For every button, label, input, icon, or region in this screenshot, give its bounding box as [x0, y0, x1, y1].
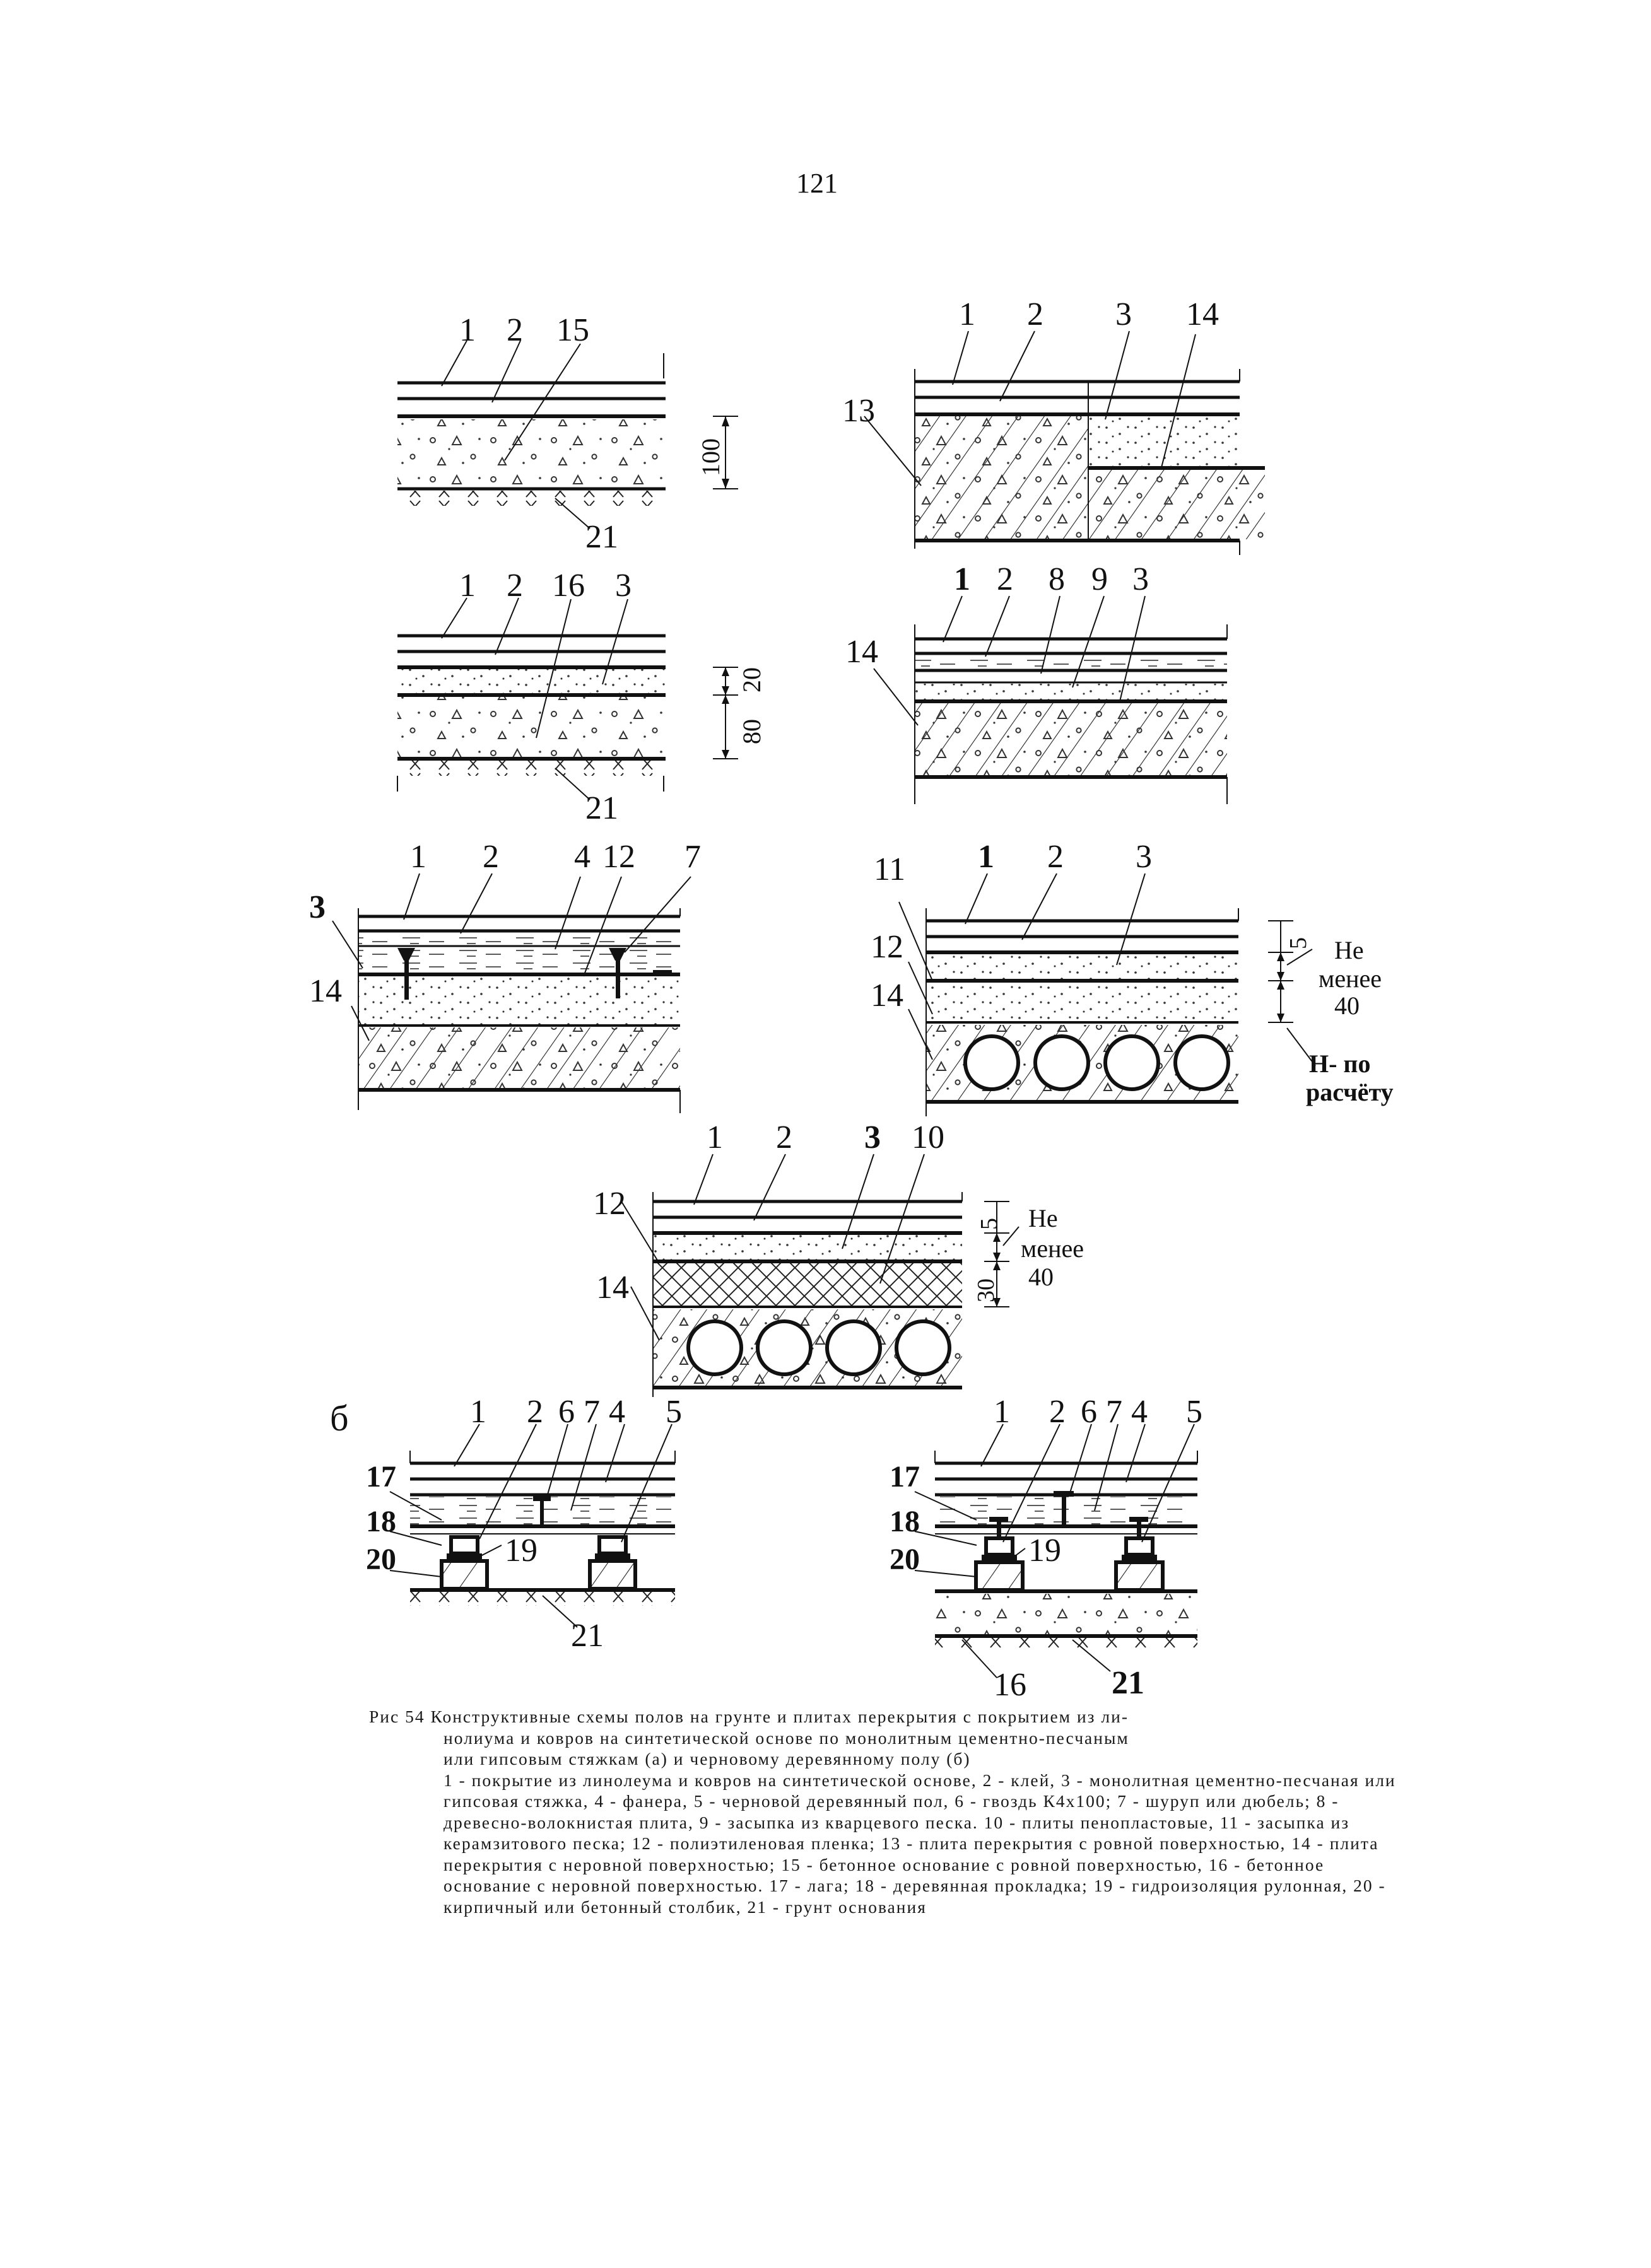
d6-note-h: Н- по: [1309, 1049, 1370, 1078]
d7-dim-30: 30: [973, 1278, 999, 1302]
d7-label-12: 12: [593, 1186, 626, 1222]
d1-label-1: 1: [459, 312, 476, 348]
d4-label-9: 9: [1091, 561, 1108, 597]
d9-label-19: 19: [1028, 1533, 1061, 1569]
d5-label-12: 12: [602, 839, 635, 875]
d4-label-8: 8: [1049, 561, 1065, 597]
diagram-3: 1 2 16 3 20 80 21: [397, 568, 766, 826]
d7-label-1: 1: [707, 1119, 723, 1155]
caption-title-line-1: Рис 54 Конструктивные схемы полов на гру…: [369, 1707, 1129, 1726]
diagram-1: 1 2 15 100 21: [397, 312, 738, 555]
d8-label-4: 4: [609, 1394, 625, 1430]
d9-label-2: 2: [1049, 1394, 1066, 1430]
d3-label-3: 3: [615, 568, 632, 604]
figure-caption: Рис 54 Конструктивные схемы полов на гру…: [369, 1706, 1404, 1917]
d4-label-14: 14: [845, 634, 878, 670]
d9-label-17: 17: [890, 1460, 920, 1493]
d3-dim-20: 20: [737, 667, 766, 693]
d2-label-1: 1: [959, 296, 975, 332]
diagram-4: 1 2 8 9 3 14: [845, 561, 1228, 804]
d3-label-2: 2: [507, 568, 523, 604]
d6-label-11: 11: [874, 851, 905, 887]
d6-label-1: 1: [978, 839, 994, 875]
d9-label-7: 7: [1106, 1394, 1122, 1430]
diagram-6: 11 1 2 3 12 14 5 Не менее 40 Н- по расчё…: [871, 839, 1394, 1116]
panel-label-b: б: [330, 1398, 349, 1439]
d8-label-18: 18: [366, 1505, 396, 1538]
d3-label-21: 21: [585, 790, 618, 826]
d1-label-21: 21: [585, 519, 618, 555]
d9-label-5: 5: [1186, 1394, 1202, 1430]
d7-label-14: 14: [596, 1270, 629, 1306]
d8-label-21: 21: [571, 1618, 604, 1654]
d2-label-13: 13: [842, 393, 875, 429]
d7-label-2: 2: [776, 1119, 792, 1155]
d7-note-ne: Не: [1028, 1204, 1058, 1232]
d1-label-2: 2: [507, 312, 523, 348]
d1-label-15: 15: [556, 312, 589, 348]
d7-label-3: 3: [864, 1119, 881, 1155]
d9-label-1: 1: [994, 1394, 1010, 1430]
d6-label-2: 2: [1047, 839, 1064, 875]
d8-label-2: 2: [527, 1394, 543, 1430]
d6-note-40: 40: [1334, 991, 1360, 1020]
d6-note-rasch: расчёту: [1306, 1078, 1394, 1106]
d3-label-16: 16: [552, 568, 585, 604]
d2-label-14: 14: [1186, 296, 1219, 332]
d5-label-4: 4: [574, 839, 590, 875]
d7-label-10: 10: [912, 1119, 944, 1155]
d2-label-2: 2: [1027, 296, 1043, 332]
caption-title-line-2: нолиума и ковров на синтетической основе…: [444, 1727, 1129, 1748]
d8-label-20: 20: [366, 1543, 396, 1576]
d2-label-3: 3: [1115, 296, 1132, 332]
diagram-5: 3 1 2 4 12 7 14: [309, 839, 701, 1113]
d6-label-14: 14: [871, 978, 903, 1014]
caption-title-line-3: или гипсовым стяжкам (а) и черновому дер…: [444, 1749, 971, 1768]
d9-label-20: 20: [890, 1543, 920, 1576]
d7-note-menee: менее: [1021, 1234, 1084, 1263]
d6-label-12: 12: [871, 929, 903, 965]
d8-label-17: 17: [366, 1460, 396, 1493]
diagram-9: 1 2 6 7 4 5 17 18 20 19 16 21: [890, 1394, 1202, 1703]
d8-label-7: 7: [584, 1394, 600, 1430]
d7-dim-5: 5: [976, 1218, 1002, 1230]
d4-label-2: 2: [997, 561, 1013, 597]
d5-label-14: 14: [309, 973, 342, 1009]
d3-dim-80: 80: [737, 719, 766, 744]
diagram-2: 1 2 3 14 13: [842, 296, 1265, 555]
d6-note-menee: менее: [1319, 964, 1382, 993]
d7-note-40: 40: [1028, 1263, 1054, 1291]
d5-label-3: 3: [309, 889, 326, 925]
page-number: 121: [796, 168, 838, 199]
d5-label-2: 2: [483, 839, 499, 875]
d9-label-21: 21: [1112, 1665, 1144, 1701]
d9-label-4: 4: [1131, 1394, 1148, 1430]
d5-label-1: 1: [410, 839, 426, 875]
d3-label-1: 1: [459, 568, 476, 604]
d6-note-ne: Не: [1334, 936, 1364, 964]
d8-label-19: 19: [505, 1533, 538, 1569]
d9-label-18: 18: [890, 1505, 920, 1538]
diagram-8: 1 2 6 7 4 5 17 18 20 19 21: [366, 1394, 682, 1654]
d5-label-7: 7: [684, 839, 701, 875]
d6-dim-5: 5: [1285, 937, 1312, 949]
d8-label-5: 5: [666, 1394, 682, 1430]
d8-label-1: 1: [470, 1394, 486, 1430]
d8-label-6: 6: [558, 1394, 575, 1430]
caption-legend: 1 - покрытие из линолеума и ковров на си…: [444, 1770, 1396, 1917]
d4-label-1: 1: [954, 561, 970, 597]
d1-dim-100: 100: [696, 438, 725, 476]
diagram-7: 1 2 3 10 12 14 5 30 Не менее 40: [593, 1119, 1084, 1397]
d9-label-16: 16: [994, 1667, 1026, 1703]
d4-label-3: 3: [1132, 561, 1149, 597]
d9-label-6: 6: [1081, 1394, 1097, 1430]
d6-label-3: 3: [1136, 839, 1152, 875]
